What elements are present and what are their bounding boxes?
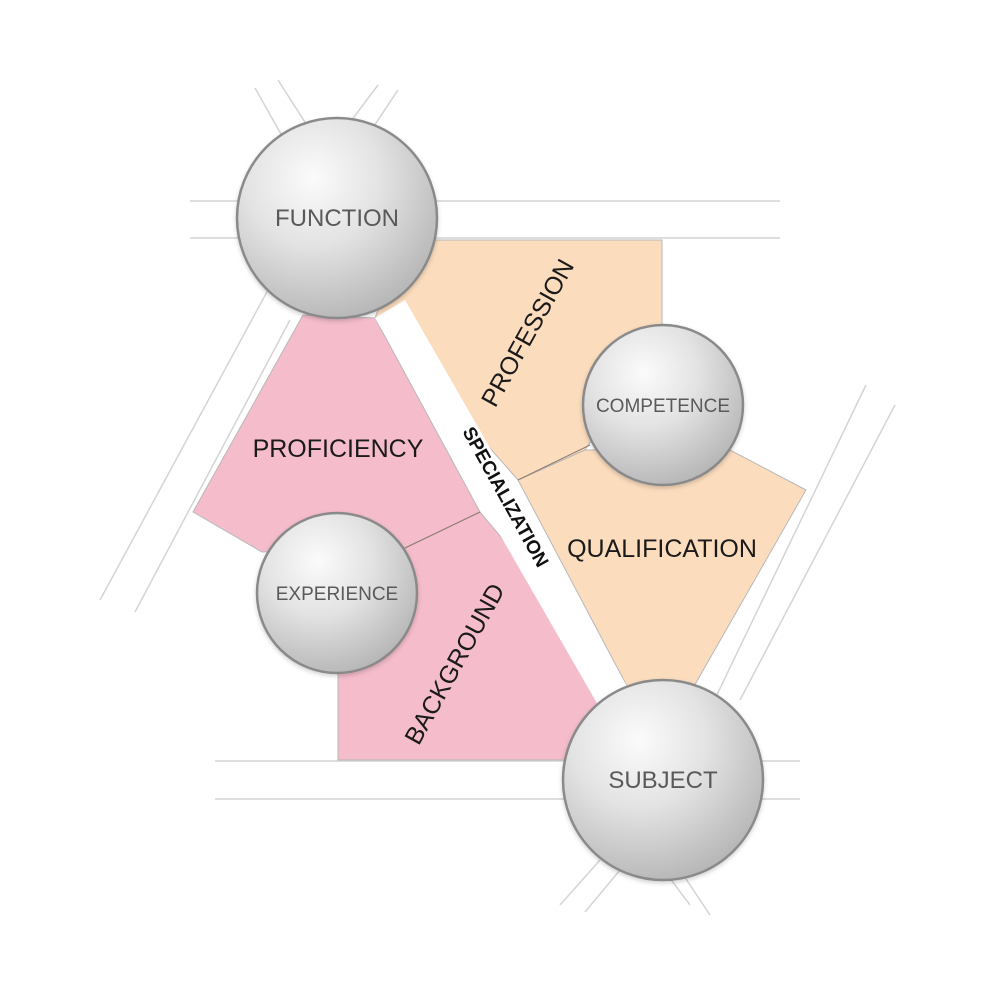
- divider-lines: [404, 444, 591, 549]
- subject-node[interactable]: [561, 678, 765, 882]
- competence-label: COMPETENCE: [596, 396, 730, 417]
- experience-label: EXPERIENCE: [276, 584, 398, 605]
- experience-node[interactable]: [255, 511, 419, 675]
- function-label: FUNCTION: [275, 205, 399, 232]
- nodes: [235, 116, 765, 882]
- specialization-band: [375, 300, 628, 705]
- function-node[interactable]: [235, 116, 439, 320]
- competence-node[interactable]: [581, 323, 745, 487]
- subject-label: SUBJECT: [608, 767, 718, 794]
- proficiency-label: PROFICIENCY: [253, 435, 424, 463]
- qualification-label: QUALIFICATION: [567, 535, 757, 563]
